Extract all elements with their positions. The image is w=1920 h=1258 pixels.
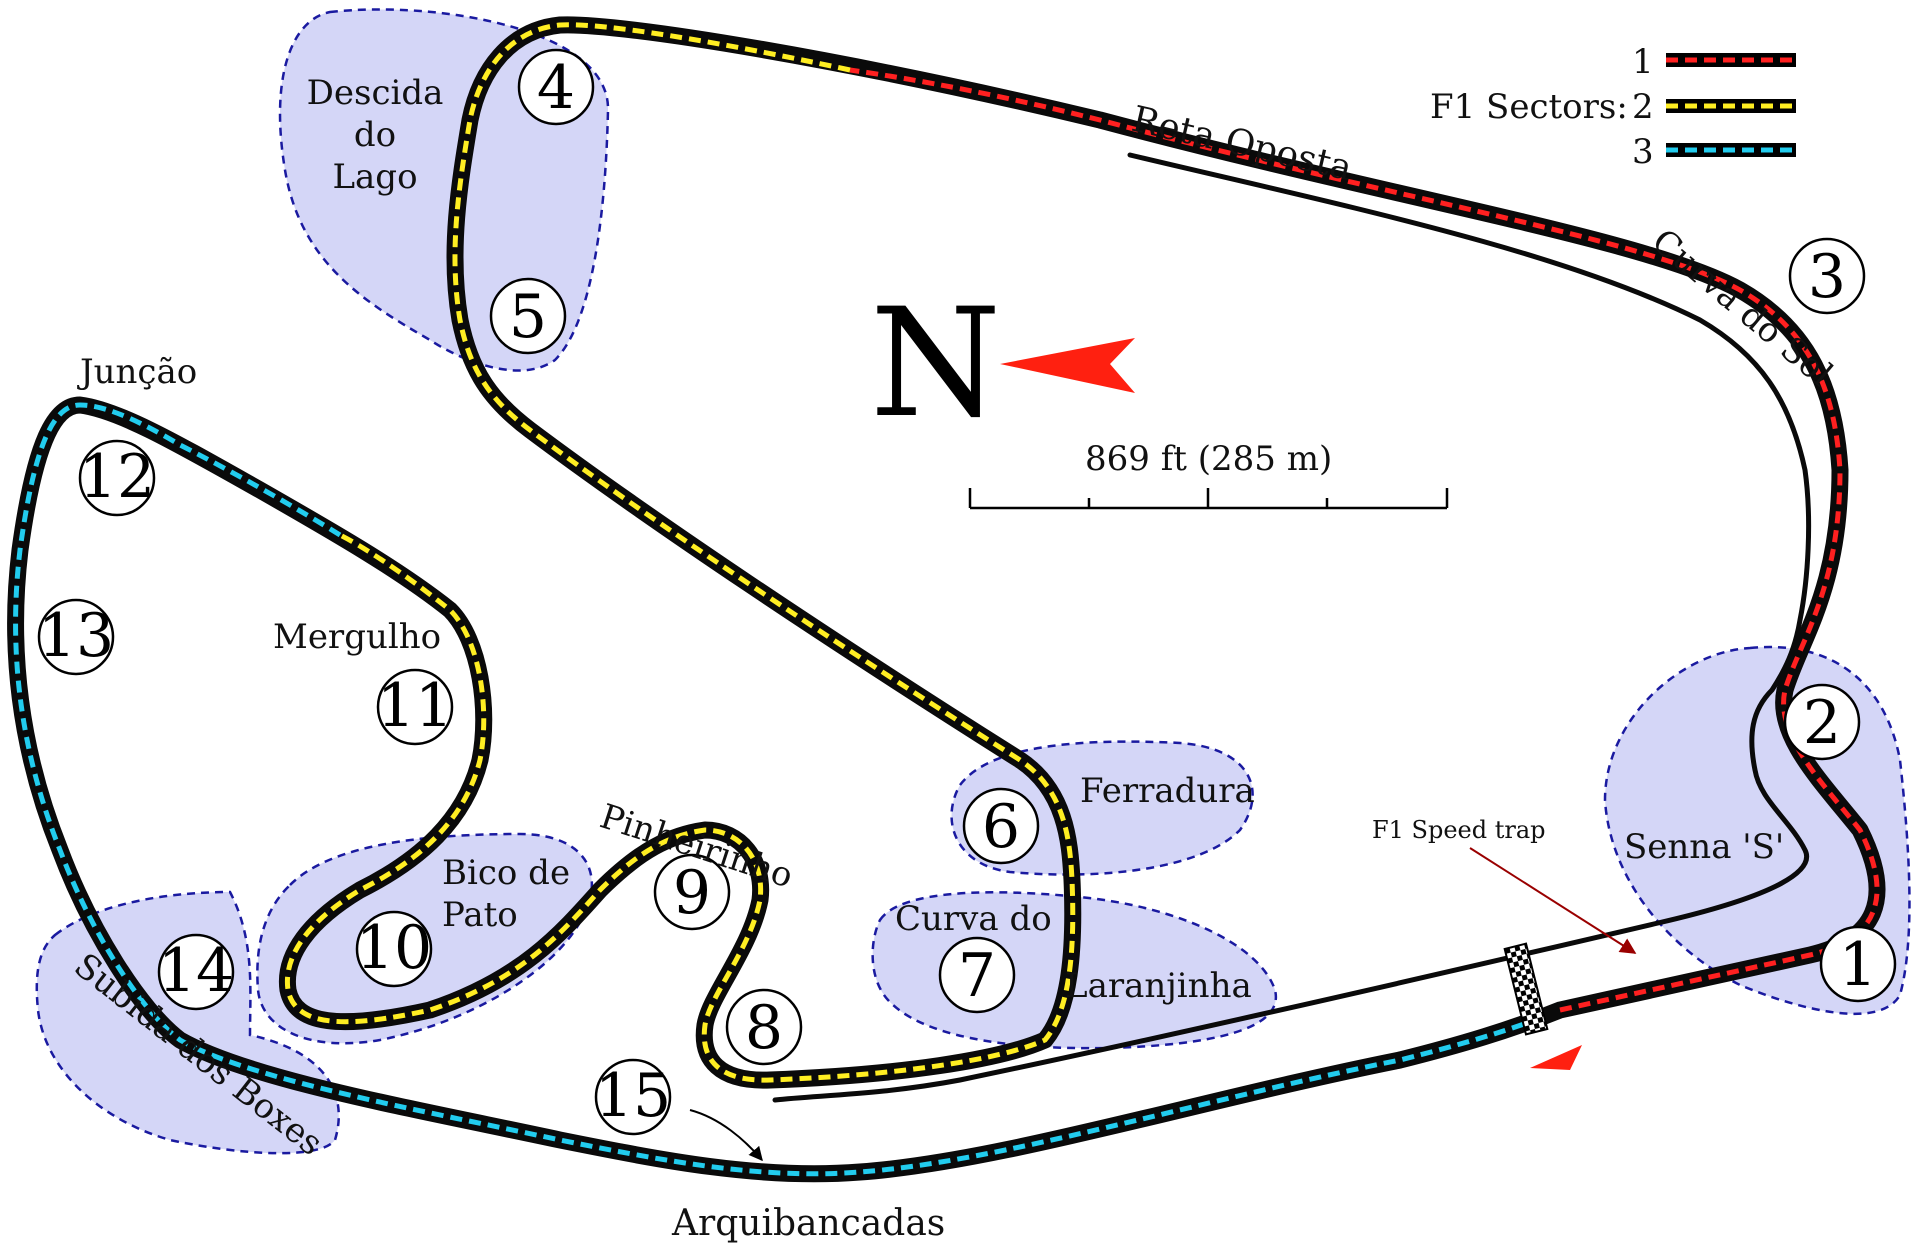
corner-1: 1 — [1819, 925, 1897, 1003]
corner-number: 13 — [38, 601, 114, 671]
legend-label-2: 2 — [1632, 87, 1654, 127]
corner-number: 14 — [158, 936, 234, 1006]
corner-13: 13 — [37, 598, 115, 676]
label-juncao: Junção — [77, 352, 197, 392]
corner-3: 3 — [1788, 237, 1866, 315]
corner-12: 12 — [78, 439, 156, 517]
sector-legend: F1 Sectors: 1 2 3 — [1430, 42, 1796, 172]
corner-15-pointer — [689, 1109, 763, 1162]
corner-15: 15 — [594, 1058, 672, 1136]
label-descida-line1: Descida — [307, 73, 444, 113]
scale-bar: 869 ft (285 m) — [968, 439, 1449, 510]
start-direction-arrow-icon — [1530, 1045, 1582, 1070]
legend-label-1: 1 — [1632, 42, 1654, 82]
scale-ruler — [968, 488, 1449, 510]
label-senna-s: Senna 'S' — [1624, 827, 1784, 867]
label-curva-do: Curva do — [895, 899, 1052, 939]
compass: N — [870, 277, 1135, 451]
corner-number: 6 — [982, 792, 1020, 862]
corner-number: 10 — [356, 913, 432, 983]
corner-5: 5 — [489, 277, 567, 355]
compass-north-letter: N — [870, 277, 1001, 451]
start-finish-line — [1503, 942, 1549, 1036]
corner-number: 11 — [377, 671, 453, 741]
label-laranjinha: Laranjinha — [1065, 966, 1252, 1006]
corner-6: 6 — [962, 787, 1040, 865]
label-mergulho: Mergulho — [273, 617, 441, 657]
label-descida-line3: Lago — [332, 157, 417, 197]
corner-number: 12 — [79, 442, 155, 512]
corner-number: 9 — [673, 858, 711, 928]
label-descida-line2: do — [354, 115, 396, 155]
corner-number: 5 — [509, 282, 547, 352]
corner-2: 2 — [1783, 683, 1861, 761]
corner-10: 10 — [355, 910, 433, 988]
corner-number: 2 — [1803, 688, 1841, 758]
corner-number: 3 — [1808, 242, 1846, 312]
label-bico-line2: Pato — [442, 895, 518, 935]
corner-number: 8 — [745, 993, 783, 1063]
corner-number: 4 — [537, 53, 575, 123]
label-reta-oposta: Reta Oposta — [1128, 99, 1356, 189]
legend-title: F1 Sectors: — [1430, 87, 1628, 127]
legend-row-2: 2 — [1632, 87, 1796, 127]
corner-7: 7 — [938, 936, 1016, 1014]
corner-11: 11 — [376, 668, 454, 746]
corner-4: 4 — [517, 48, 595, 126]
sector-2-line — [284, 22, 1076, 1083]
label-arquibancadas: Arquibancadas — [671, 1203, 945, 1244]
corner-markers: 1 2 3 4 5 6 7 8 9 10 11 12 13 14 15 — [37, 48, 1897, 1136]
legend-row-3: 3 — [1632, 132, 1796, 172]
scale-label: 869 ft (285 m) — [1085, 439, 1332, 479]
legend-row-1: 1 — [1632, 42, 1796, 82]
corner-9: 9 — [653, 853, 731, 931]
legend-label-3: 3 — [1632, 132, 1654, 172]
label-bico-line1: Bico de — [442, 853, 570, 893]
sector-3-line — [13, 402, 1541, 1177]
corner-number: 1 — [1839, 930, 1877, 1000]
north-arrow-icon — [1000, 338, 1135, 393]
speed-trap-label: F1 Speed trap — [1372, 816, 1546, 844]
corner-14: 14 — [157, 933, 235, 1011]
label-ferradura: Ferradura — [1080, 771, 1255, 811]
speed-trap-pointer — [1469, 847, 1637, 954]
corner-number: 15 — [595, 1061, 671, 1131]
corner-8: 8 — [725, 988, 803, 1066]
corner-number: 7 — [958, 941, 996, 1011]
